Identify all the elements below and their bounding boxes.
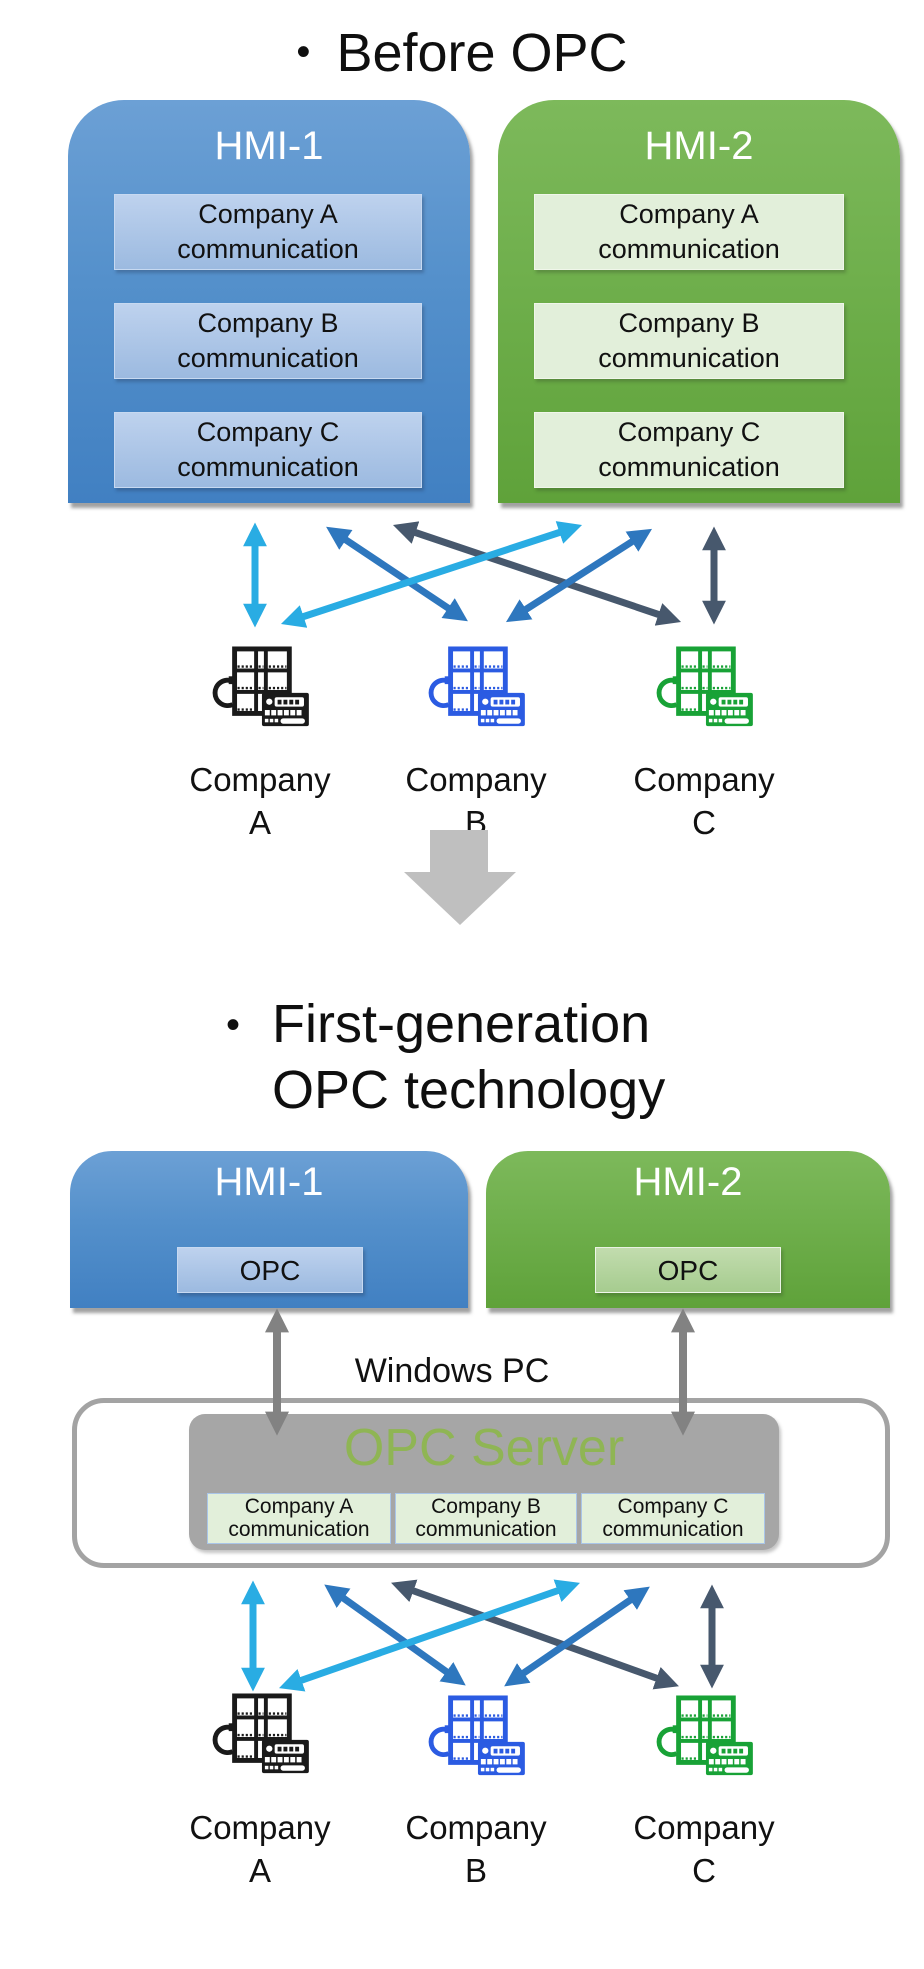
hmi1-title: HMI-1 xyxy=(214,124,324,168)
slot-line: Company B xyxy=(431,1495,541,1518)
company-b-plc-icon xyxy=(428,646,525,727)
hmi1-title: HMI-1 xyxy=(214,1160,324,1204)
company-c-label: Company C xyxy=(614,758,794,844)
slot-line: Company B xyxy=(618,308,760,338)
before-opc-title: • Before OPC xyxy=(0,22,924,84)
label-line: Company xyxy=(633,761,775,798)
slot-line: OPC xyxy=(657,1255,719,1286)
slot-line: communication xyxy=(598,452,780,482)
hmi1-opc-box: OPC xyxy=(177,1247,363,1293)
label-line: Company xyxy=(189,761,331,798)
company-c-label: Company C xyxy=(614,1806,794,1892)
windows-pc-container: OPC Server Company A communication Compa… xyxy=(72,1398,890,1568)
slot-line: communication xyxy=(415,1518,557,1541)
hmi1-panel-opc: HMI-1 OPC xyxy=(70,1151,468,1308)
hmi2-opc-box: OPC xyxy=(595,1247,781,1293)
windows-pc-label: Windows PC xyxy=(354,1352,550,1390)
slot-line: communication xyxy=(598,234,780,264)
label-line: C xyxy=(692,1852,716,1889)
company-b-plc-icon xyxy=(428,1695,525,1776)
company-b-label: Company B xyxy=(386,1806,566,1892)
hmi2-title: HMI-2 xyxy=(644,124,754,168)
slot-line: communication xyxy=(177,234,359,264)
title-text-line-2: OPC technology xyxy=(272,1060,666,1120)
hmi1-company-b-communication-box: Company B communication xyxy=(114,303,422,379)
after-connection-mesh xyxy=(241,1579,724,1692)
title-line-2: OPC technology xyxy=(226,1058,665,1122)
hmi1-company-a-communication-box: Company A communication xyxy=(114,194,422,270)
label-line: Company xyxy=(189,1809,331,1846)
slot-line: communication xyxy=(177,343,359,373)
company-a-label: Company A xyxy=(170,758,350,844)
slot-line: Company B xyxy=(197,308,339,338)
bullet-icon: • xyxy=(296,30,311,74)
opc-server-title: OPC Server xyxy=(343,1419,625,1477)
hmi-to-server-arrows xyxy=(265,1308,695,1436)
before-opc-title-text: Before OPC xyxy=(336,23,628,83)
label-line: Company xyxy=(405,761,547,798)
slot-line: communication xyxy=(228,1518,370,1541)
label-line: A xyxy=(248,1852,271,1889)
slot-line: Company A xyxy=(619,199,759,229)
hmi2-company-a-communication-box: Company A communication xyxy=(534,194,844,270)
title-indent xyxy=(226,1058,272,1122)
label-line: C xyxy=(692,804,716,841)
hmi2-company-b-communication-box: Company B communication xyxy=(534,303,844,379)
company-c-plc-icon xyxy=(656,646,753,727)
title-line-1: • First-generation xyxy=(226,992,665,1058)
label-line: B xyxy=(464,1852,487,1889)
server-to-company-b-arrow-2 xyxy=(504,1586,650,1687)
label-line: A xyxy=(248,804,271,841)
title-text-line-1: First-generation xyxy=(272,994,651,1054)
slot-line: OPC xyxy=(239,1255,301,1286)
server-company-b-communication-box: Company B communication xyxy=(395,1493,577,1544)
slot-line: Company C xyxy=(617,417,761,447)
hmi2-title: HMI-2 xyxy=(633,1160,743,1204)
slot-line: communication xyxy=(598,343,780,373)
transition-down-arrow-icon xyxy=(404,830,516,925)
hmi2-company-c-communication-box: Company C communication xyxy=(534,412,844,488)
hmi2-panel: HMI-2 Company A communication Company B … xyxy=(498,100,900,503)
slot-line: Company A xyxy=(244,1495,354,1518)
company-a-plc-icon xyxy=(212,646,309,727)
label-line: Company xyxy=(633,1809,775,1846)
hmi1-panel: HMI-1 Company A communication Company B … xyxy=(68,100,470,503)
hmi1-company-c-communication-box: Company C communication xyxy=(114,412,422,488)
label-line: Company xyxy=(405,1809,547,1846)
slot-line: Company A xyxy=(198,199,338,229)
server-company-a-communication-box: Company A communication xyxy=(207,1493,391,1544)
before-connection-mesh xyxy=(243,521,726,628)
hmi2-panel-opc: HMI-2 OPC xyxy=(486,1151,890,1308)
slot-line: Company C xyxy=(196,417,340,447)
company-a-plc-icon xyxy=(212,1693,309,1774)
hmi2-to-company-b-arrow xyxy=(505,528,653,623)
bullet-icon: • xyxy=(226,1003,241,1047)
slot-line: communication xyxy=(602,1518,744,1541)
opc-server-panel: OPC Server Company A communication Compa… xyxy=(189,1414,779,1550)
server-company-c-communication-box: Company C communication xyxy=(581,1493,765,1544)
company-a-label: Company A xyxy=(170,1806,350,1892)
slot-line: communication xyxy=(177,452,359,482)
slot-line: Company C xyxy=(617,1495,729,1518)
company-c-plc-icon xyxy=(656,1695,753,1776)
first-generation-opc-title: • First-generation OPC technology xyxy=(226,992,665,1122)
